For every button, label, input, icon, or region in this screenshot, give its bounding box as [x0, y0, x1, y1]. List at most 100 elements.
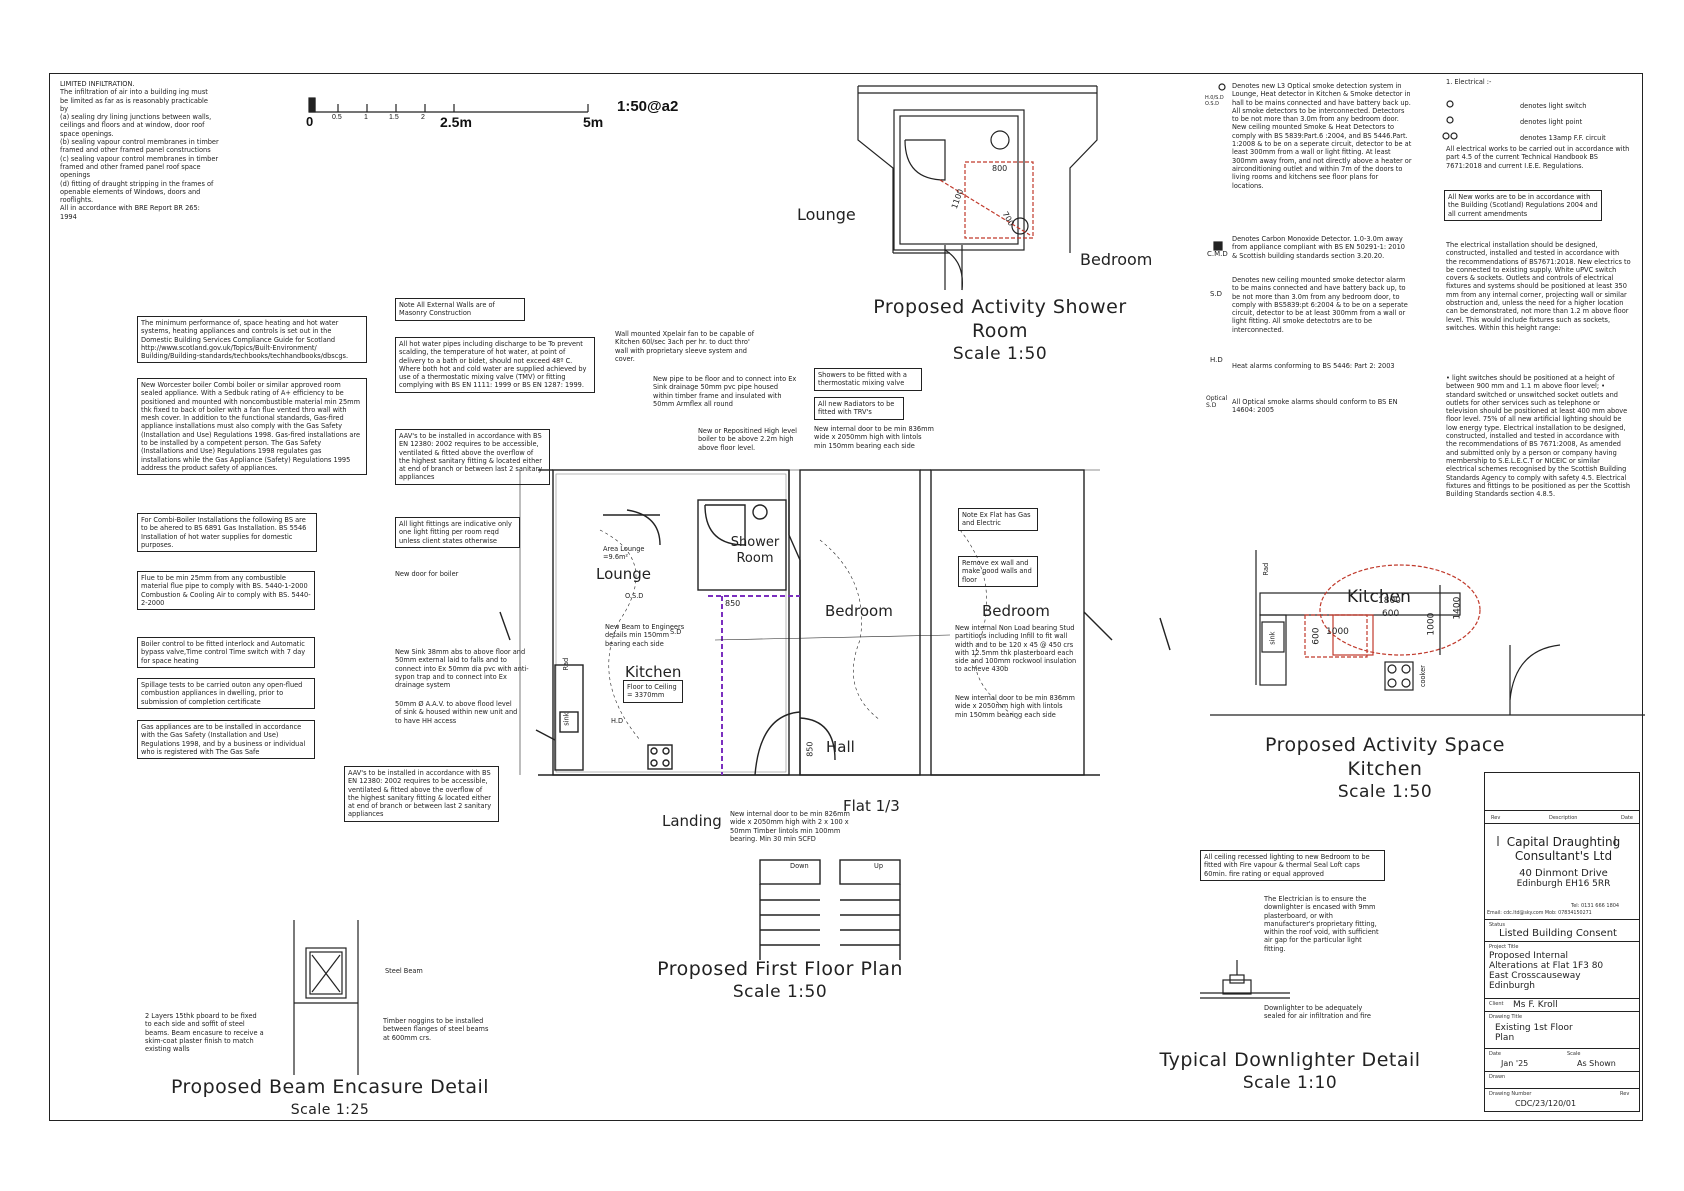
- kitchen-detail-title-text: Proposed Activity Space Kitchen: [1264, 734, 1505, 780]
- shower-detail-title: Proposed Activity Shower Room Scale 1:50: [845, 295, 1155, 365]
- scale-tick-0: 0: [306, 114, 314, 129]
- tb-rev-label: Rev: [1620, 1091, 1630, 1097]
- kitchen-cooker-label: cooker: [1418, 665, 1427, 688]
- downlighter-detail-title: Typical Downlighter Detail Scale 1:10: [1140, 1048, 1440, 1094]
- tb-drawing-label: Drawing Title: [1489, 1014, 1523, 1020]
- scale-tick-5m: 5m: [583, 114, 604, 130]
- downlighter-recessed-note: All ceiling recessed lighting to new Bed…: [1200, 850, 1385, 881]
- beam-detail-scale: Scale 1:25: [290, 1102, 370, 1118]
- room-label-hall: Hall: [826, 738, 855, 756]
- note-remove-wall: Remove ex wall and make good walls and f…: [958, 556, 1038, 587]
- infiltration-note-line: LIMITED INFILTRATION.: [60, 80, 135, 88]
- plan-dim-850-vertical: 850: [805, 741, 815, 757]
- legend-optical-text: All Optical smoke alarms should conform …: [1232, 398, 1398, 415]
- shower-detail-bedroom: Bedroom: [1080, 250, 1153, 269]
- scale-tick-2-5m: 2.5m: [440, 114, 472, 130]
- tb-client-label: Client: [1489, 1001, 1504, 1007]
- tb-email: Email: cdc.ltd@sky.com Mob: 07834150271: [1487, 911, 1592, 916]
- room-label-lounge: Lounge: [596, 565, 652, 583]
- plan-dim-850: 850: [725, 599, 741, 608]
- note-pipe: New pipe to be floor and to connect into…: [653, 375, 797, 408]
- electrical-item-light-point: denotes light point: [1520, 118, 1583, 126]
- room-label-shower-room: Shower Room: [730, 535, 780, 566]
- plan-sink-label: sink: [562, 712, 571, 726]
- kitchen-detail-label: Kitchen: [1347, 587, 1411, 607]
- beam-pboard-note: 2 Layers 15thk pboard to be fixed to eac…: [145, 1012, 264, 1054]
- first-floor-plan-title-text: Proposed First Floor Plan: [657, 958, 903, 980]
- note-combi-boiler: For Combi-Boiler Installations the follo…: [137, 513, 317, 553]
- plan-rad-label: Rad: [562, 657, 571, 671]
- note-radiators: All new Radiators to be fitted with TRV'…: [814, 397, 904, 420]
- infiltration-note-line: by: [60, 104, 69, 113]
- kitchen-rad-label: Rad: [1262, 562, 1271, 576]
- infiltration-note: LIMITED INFILTRATION.The infiltration of…: [60, 80, 250, 221]
- kitchen-sink-label: sink: [1268, 631, 1277, 645]
- infiltration-note-line: All in accordance with BRE Report BR 265…: [60, 204, 200, 213]
- note-area-lounge: Area Lounge =9.6m²: [603, 545, 645, 562]
- scale-tick-0-5: 0.5: [332, 114, 342, 121]
- note-external-walls: Note All External Walls are of Masonry C…: [395, 298, 525, 321]
- infiltration-note-line: rooflights.: [60, 196, 94, 205]
- tb-description-header: Description: [1549, 815, 1578, 821]
- legend-smoke-system-text: Denotes new L3 Optical smoke detection s…: [1232, 82, 1412, 190]
- tb-status: Listed Building Consent: [1499, 928, 1617, 939]
- room-label-kitchen: Kitchen: [625, 663, 682, 681]
- infiltration-note-line: (b) sealing vapour control membranes in …: [60, 138, 219, 147]
- note-xpelair: Wall mounted Xpelair fan to be capable o…: [615, 330, 755, 363]
- tb-tel: Tel: 0131 666 1804: [1571, 903, 1620, 909]
- title-block: Rev Description Date Capital Draughting …: [1484, 772, 1640, 1112]
- note-showers: Showers to be fitted with a thermostatic…: [814, 368, 922, 391]
- note-ex-flat: Note Ex Flat has Gas and Electric: [958, 508, 1038, 531]
- note-spillage: Spillage tests to be carried outon any o…: [137, 678, 315, 709]
- beam-noggins-note: Timber noggins to be installed between f…: [383, 1017, 489, 1042]
- plan-sd-label: S.D: [670, 628, 682, 636]
- note-boiler-repositioned: New or Repositined High level boiler to …: [698, 427, 798, 452]
- tb-date-value: Jan '25: [1501, 1059, 1529, 1068]
- room-label-flat: Flat 1/3: [843, 797, 900, 815]
- note-new-sink: New Sink 38mm abs to above floor and 50m…: [395, 648, 529, 690]
- kitchen-detail-scale: Scale 1:50: [1337, 782, 1433, 802]
- legend-sd-text: Denotes new ceiling mounted smoke detect…: [1232, 276, 1408, 334]
- legend-icon-smoke-system: H.0/S.D O.S.D: [1205, 95, 1224, 107]
- kitchen-dim-600-vertical: 600: [1311, 627, 1322, 645]
- title-block-lines: [1497, 836, 1616, 846]
- room-label-landing: Landing: [662, 812, 722, 830]
- tb-company: Capital Draughting Consultant's Ltd: [1506, 835, 1621, 863]
- kitchen-dim-1000: 1000: [1326, 627, 1349, 637]
- note-light-fittings: All light fittings are indicative only o…: [395, 517, 520, 548]
- infiltration-note-line: (c) sealing vapour control membranes in …: [60, 154, 219, 163]
- infiltration-note-line: be limited as far as is reasonably pract…: [60, 96, 208, 105]
- tb-drawn-label: Drawn: [1489, 1074, 1506, 1080]
- electrical-para-2: The electrical installation should be de…: [1446, 241, 1631, 332]
- note-internal-door-2: New internal door to be min 836mm wide x…: [955, 694, 1075, 719]
- tb-status-label: Status: [1489, 922, 1505, 928]
- tb-date-label: Date: [1489, 1051, 1501, 1057]
- note-flue: Flue to be min 25mm from any combustible…: [137, 571, 315, 611]
- shower-detail-scale: Scale 1:50: [952, 344, 1048, 364]
- infiltration-note-line: framed and other framed panel constructi…: [60, 146, 211, 155]
- legend-icon-optical: Optical S.D: [1206, 395, 1228, 409]
- note-hot-water: All hot water pipes including discharge …: [395, 337, 595, 393]
- infiltration-note-line: openable elements of Windows, doors and: [60, 187, 201, 196]
- tb-number: CDC/23/120/01: [1515, 1099, 1577, 1108]
- infiltration-note-line: space openings.: [60, 129, 114, 138]
- legend-icon-hd: H.D: [1210, 356, 1223, 364]
- legend-cmd-text: Denotes Carbon Monoxide Detector. 1.0-3.…: [1232, 235, 1405, 260]
- shower-room-detail-graphic: [857, 85, 1098, 291]
- note-gas-appliances: Gas appliances are to be installed in ac…: [137, 720, 315, 760]
- tb-number-label: Drawing Number: [1489, 1091, 1532, 1097]
- shower-detail-title-text: Proposed Activity Shower Room: [873, 296, 1127, 342]
- kitchen-detail-title: Proposed Activity Space Kitchen Scale 1:…: [1225, 733, 1545, 803]
- note-boiler: New Worcester boiler Combi boiler or sim…: [137, 378, 367, 476]
- plan-osd-label: O.S.D: [625, 592, 644, 600]
- infiltration-note-line: 1994: [60, 212, 77, 221]
- tb-scale-value: As Shown: [1577, 1059, 1616, 1068]
- room-label-bedroom-2: Bedroom: [982, 602, 1050, 620]
- stair-label-down: Down: [790, 862, 809, 870]
- first-floor-plan-graphic: [499, 469, 1171, 960]
- note-stud-partitions: New internal Non Load bearing Stud parti…: [955, 624, 1077, 674]
- scale-tick-1: 1: [364, 114, 368, 121]
- first-floor-plan-title: Proposed First Floor Plan Scale 1:50: [640, 957, 920, 1003]
- note-aav-1: AAV's to be installed in accordance with…: [395, 429, 550, 485]
